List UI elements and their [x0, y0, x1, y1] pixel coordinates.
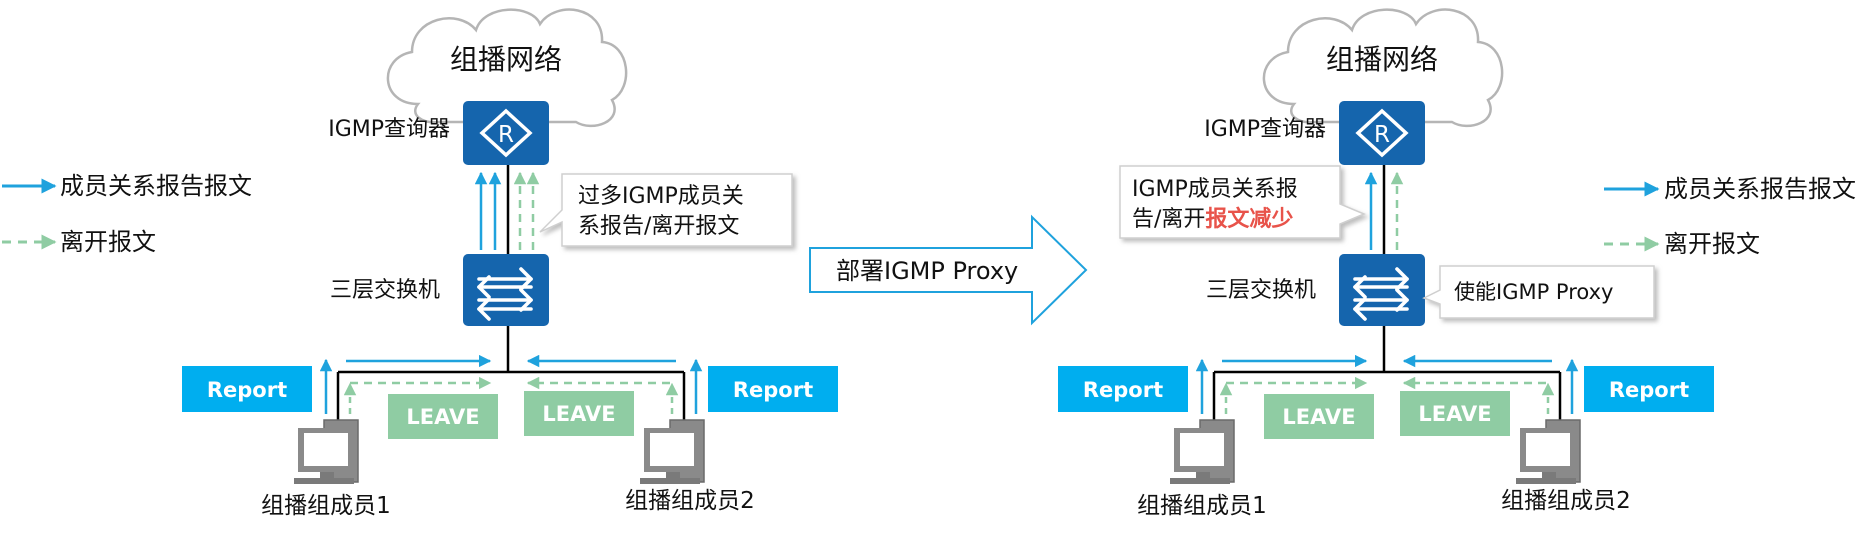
leave-badge-right-label: LEAVE — [1418, 402, 1491, 426]
leave-badge-right — [1400, 391, 1510, 436]
legend-solid-label: 成员关系报告报文 — [1664, 175, 1856, 203]
callout-line-1: 过多IGMP成员关 — [578, 184, 744, 209]
querier-label: IGMP查询器 — [328, 117, 450, 142]
cloud-shape — [1262, 8, 1504, 128]
legend-dashed-label: 离开报文 — [60, 228, 156, 256]
leave-badge-left — [1264, 394, 1374, 439]
host1-computer-icon — [1169, 419, 1235, 485]
callout-reduced — [1119, 165, 1366, 239]
report-badge-left-label: Report — [207, 378, 287, 402]
report-badge-right-label: Report — [1609, 378, 1689, 402]
leave-badge-left-label: LEAVE — [406, 405, 479, 429]
router-icon — [461, 99, 551, 167]
callout-enable-proxy-label: 使能IGMP Proxy — [1454, 280, 1613, 304]
report-badge-left-label: Report — [1083, 378, 1163, 402]
left-diagram: 组播网络 IGMP查询器 过多IGMP成员关 系报告/离开报文 三层交换机 — [182, 8, 838, 519]
callout-too-many — [539, 173, 793, 247]
cloud-label: 组播网络 — [450, 43, 562, 76]
callout-enable-proxy — [1422, 265, 1655, 319]
callout-reduced-highlight: 报文减少 — [1205, 206, 1293, 232]
switch-icon — [1337, 252, 1427, 328]
legend-solid-label: 成员关系报告报文 — [60, 172, 252, 200]
host2-label: 组播组成员2 — [625, 488, 755, 514]
router-icon — [1337, 99, 1427, 167]
deploy-arrow-label: 部署IGMP Proxy — [836, 257, 1018, 285]
host1-computer-icon — [293, 419, 359, 485]
host2-label: 组播组成员2 — [1501, 488, 1631, 514]
legend-left: 成员关系报告报文 离开报文 — [2, 172, 252, 256]
leave-badge-right-label: LEAVE — [542, 402, 615, 426]
leave-badge-right — [524, 391, 634, 436]
querier-label: IGMP查询器 — [1204, 117, 1326, 142]
cloud-shape — [386, 8, 628, 128]
deploy-arrow: 部署IGMP Proxy — [809, 214, 1088, 326]
callout-line-2: 系报告/离开报文 — [578, 214, 739, 239]
callout-reduced-line-2-text: 告/离开 — [1132, 207, 1205, 232]
cloud-label: 组播网络 — [1326, 43, 1438, 76]
report-badge-left — [1058, 366, 1188, 412]
host1-label: 组播组成员1 — [261, 493, 391, 519]
report-badge-right-label: Report — [733, 378, 813, 402]
host1-label: 组播组成员1 — [1137, 493, 1267, 519]
switch-label: 三层交换机 — [1206, 278, 1316, 303]
switch-icon — [461, 252, 551, 328]
report-badge-right — [708, 366, 838, 412]
callout-reduced-line-1: IGMP成员关系报 — [1132, 177, 1298, 202]
leave-badge-left-label: LEAVE — [1282, 405, 1355, 429]
host2-computer-icon — [1515, 419, 1581, 485]
host2-computer-icon — [639, 419, 705, 485]
legend-right: 成员关系报告报文 离开报文 — [1604, 175, 1856, 258]
legend-dashed-label: 离开报文 — [1664, 230, 1760, 258]
report-badge-right — [1584, 366, 1714, 412]
right-diagram: 组播网络 IGMP查询器 IGMP成员关系报 告/离开报文减少 三层交换机 使能… — [1058, 8, 1714, 519]
callout-reduced-line-2: 告/离开报文减少 — [1132, 206, 1293, 232]
leave-badge-left — [388, 394, 498, 439]
report-badge-left — [182, 366, 312, 412]
switch-label: 三层交换机 — [330, 278, 440, 303]
